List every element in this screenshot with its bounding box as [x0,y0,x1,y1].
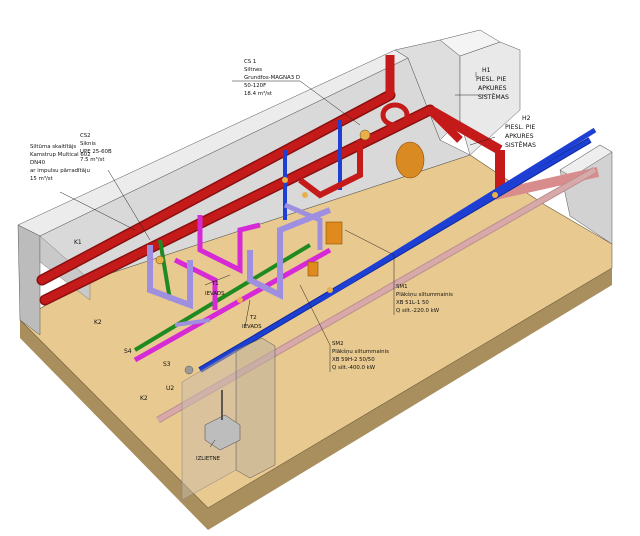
callout-t2-line: IEVADS [242,324,262,330]
callout-h2-line: SISTĒMAS [505,140,536,149]
leader-lines [59,72,496,448]
pipe-lilac [147,202,332,327]
callout-h1-line: H1 [482,67,491,74]
tag-u2: U2 [166,385,174,392]
heat-exchanger-sm2 [307,261,319,277]
callout-cs2-line: Siknis [80,141,96,147]
callout-sm1: SM1 Plākšņu siltummainis XB 51L-1 50 Q s… [396,284,453,314]
valve [302,192,308,198]
tag-s4: S4 [124,348,132,355]
shaft-top [439,29,501,57]
callout-t2-line: T2 [249,315,257,321]
callout-meter: Siltūma skaitītājs Kamstrup Multical 602… [30,144,91,182]
callout-t1-line: T1 [211,281,219,287]
valve [237,297,243,303]
sink [204,414,241,451]
heat-exchanger-sm1 [325,221,343,245]
tag-drain: IZLIETNE [196,456,221,462]
tag-k1: K1 [74,239,82,246]
callout-meter-line: 15 m³/st [30,175,53,182]
callout-cs1-line: Siltnes [244,67,262,73]
callout-sm2: SM2 Plākšņu siltummainis XB 59H-2 50/50 … [332,341,389,371]
callout-sm2-line: XB 59H-2 50/50 [332,357,375,363]
callout-h1-line: SISTĒMAS [478,92,509,101]
callout-h1: H1 PIESL. PIE APKURES SISTĒMAS [476,67,509,101]
left-wall-end [17,224,41,336]
valve [327,287,333,293]
callout-sm1-line: Q silt.-220.0 kW [396,308,440,314]
pump-cs2 [155,255,165,265]
callout-sm1-line: SM1 [396,284,408,290]
callout-sm2-line: Q silt.-400.0 kW [332,365,376,371]
callout-h2-line: H2 [522,115,531,122]
callout-cs2-line: 7.5 m³/st [80,156,104,163]
callout-sm1-line: XB 51L-1 50 [396,300,429,306]
callout-sm2-line: SM2 [332,341,344,347]
callout-cs1-line: Grundfos-MAGNA3 D [244,75,300,81]
callout-h1-line: APKURES [478,85,507,92]
callout-t2: T2 IEVADS [242,315,262,330]
callout-cs1-line: CS 1 [244,59,256,65]
tag-k2-front: K2 [140,395,148,402]
callout-h2-line: PIESL. PIE [505,124,535,131]
pipe-blue [198,120,597,373]
pipe-k1-red [36,55,600,306]
callout-cs2-line: CS2 [80,133,91,139]
callout-t1: T1 IEVADS [205,281,225,297]
pump-cs1 [359,129,371,141]
callout-meter-line: ar impulsu pārradītāju [30,168,90,174]
tag-k2-left: K2 [94,319,102,326]
expansion-tank [395,141,425,179]
callout-sm2-line: Plākšņu siltummainis [332,348,389,355]
callout-meter-line: Siltūma skaitītājs [30,144,76,150]
callout-h1-line: PIESL. PIE [476,76,506,83]
column-front [235,337,276,479]
callout-meter-line: DN40 [30,160,46,166]
callout-cs2-line: UPE 25-60B [80,149,112,155]
callout-t1-line: IEVADS [205,291,225,297]
callout-sm1-line: Plākšņu siltummainis [396,291,453,298]
pipe-red-branch [298,140,363,199]
callout-cs1-line: 18.4 m³/st [244,90,272,97]
callout-h2-line: APKURES [505,133,534,140]
callout-h2: H2 PIESL. PIE APKURES SISTĒMAS [505,115,536,149]
tag-s3: S3 [163,361,171,368]
valve [492,192,498,198]
callout-cs1-line: 50-120F [244,83,266,89]
callout-cs2: CS2 Siknis UPE 25-60B 7.5 m³/st [80,133,112,163]
callout-meter-line: Kamstrup Multical 602 [30,152,91,158]
valve [282,177,288,183]
callout-cs1: CS 1 Siltnes Grundfos-MAGNA3 D 50-120F 1… [244,59,300,97]
